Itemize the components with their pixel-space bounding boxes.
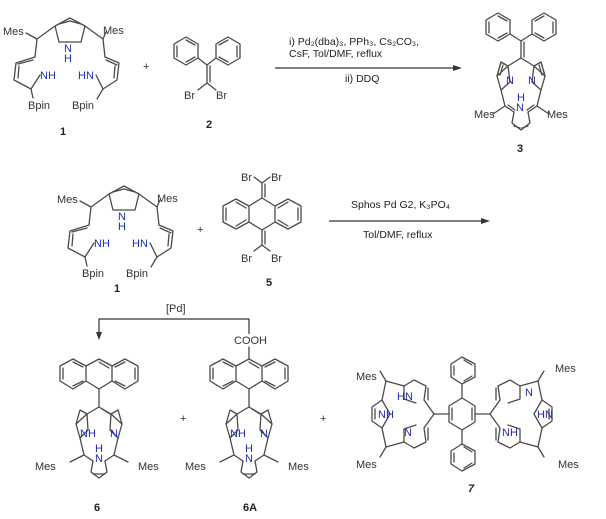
n-label: N <box>245 453 253 465</box>
mes-label: Mes <box>185 461 206 473</box>
mes-label: Mes <box>103 25 124 37</box>
hn-label: HN <box>537 409 553 421</box>
n-label: N <box>95 453 103 465</box>
arrowhead-icon <box>453 65 462 71</box>
compound-2: Br Br 2 <box>173 36 241 131</box>
nh-label: NH <box>40 70 56 82</box>
compound-number: 1 <box>60 126 66 138</box>
compound-number: 5 <box>266 277 272 289</box>
nh-label: NH <box>378 409 394 421</box>
nh-label: NH <box>94 238 110 250</box>
bpin-label: Bpin <box>28 100 50 112</box>
cooh-label: COOH <box>234 335 267 347</box>
compound-number: 7 <box>468 483 475 495</box>
mes-label: Mes <box>558 459 579 471</box>
pd-label: [Pd] <box>166 303 186 315</box>
arrowhead-icon <box>481 218 490 224</box>
mes-label: Mes <box>35 461 56 473</box>
nh-label: N <box>118 211 126 223</box>
plus-sign: + <box>180 413 186 425</box>
n-label: N <box>404 427 412 439</box>
n-label: N <box>260 428 268 440</box>
br-label: Br <box>241 172 252 184</box>
nh-label: NH <box>230 428 246 440</box>
mes-label: Mes <box>3 26 24 38</box>
n-label: N <box>516 102 524 114</box>
hn-label: HN <box>397 391 413 403</box>
mes-label: Mes <box>356 371 377 383</box>
br-label: Br <box>271 253 282 265</box>
n-label: N <box>528 75 536 87</box>
nh-label: N <box>64 43 72 55</box>
mes-label: Mes <box>356 459 377 471</box>
decarboxylation-arrow: [Pd] <box>96 303 250 340</box>
compound-7: Mes Mes Mes Mes HN NH N N HN NH 7 <box>356 356 579 495</box>
reaction-arrow-2: Sphos Pd G2, K₃PO₄ Tol/DMF, reflux <box>329 199 490 241</box>
compound-6a: COOH NH N H N Mes Mes 6A <box>185 335 309 514</box>
br-label: Br <box>271 172 282 184</box>
h-label: H <box>245 443 253 455</box>
conditions-line2: CsF, Tol/DMF, reflux <box>289 48 383 60</box>
reaction-arrow-1: i) Pd₂(dba)₃, PPh₃, Cs₂CO₃, CsF, Tol/DMF… <box>275 36 462 85</box>
nh-label: NH <box>502 427 518 439</box>
arrowhead-icon <box>96 332 102 340</box>
compound-number: 1 <box>114 283 120 295</box>
mes-label: Mes <box>547 109 568 121</box>
plus-sign: + <box>197 224 203 236</box>
mes-label: Mes <box>138 461 159 473</box>
compound-3: N N H N Mes Mes 3 <box>474 12 568 155</box>
hn-label: HN <box>78 70 94 82</box>
plus-sign: + <box>143 61 149 73</box>
bracket-line <box>98 318 250 334</box>
n-label: N <box>506 75 514 87</box>
br-label: Br <box>216 90 227 102</box>
conditions-below: Tol/DMF, reflux <box>363 229 433 241</box>
compound-number: 3 <box>517 143 523 155</box>
bpin-label: Bpin <box>126 268 148 280</box>
br-label: Br <box>184 90 195 102</box>
mes-label: Mes <box>288 461 309 473</box>
h-label: H <box>64 53 72 65</box>
compound-number: 6 <box>94 502 100 514</box>
conditions-below: ii) DDQ <box>345 73 379 85</box>
mes-label: Mes <box>57 194 78 206</box>
compound-5: Br Br Br Br 5 <box>222 172 302 289</box>
mes-label: Mes <box>555 363 576 375</box>
compound-6: NH N H N Mes Mes 6 <box>35 358 159 514</box>
br-label: Br <box>241 253 252 265</box>
compound-1-bottom: Mes Mes N H NH HN Bpin Bpin 1 <box>57 185 178 295</box>
bpin-label: Bpin <box>72 100 94 112</box>
h-label: H <box>118 221 126 233</box>
bpin-label: Bpin <box>82 268 104 280</box>
h-label: H <box>95 443 103 455</box>
compound-number: 2 <box>206 119 212 131</box>
mes-label: Mes <box>157 193 178 205</box>
compound-1-top: Mes Mes N H NH HN Bpin Bpin 1 <box>3 17 124 138</box>
mes-label: Mes <box>474 109 495 121</box>
hn-label: HN <box>132 238 148 250</box>
compound-number: 6A <box>243 502 257 514</box>
h-label: H <box>517 92 525 104</box>
n-label: N <box>110 428 118 440</box>
conditions-line1: i) Pd₂(dba)₃, PPh₃, Cs₂CO₃, <box>289 36 419 48</box>
plus-sign: + <box>320 413 326 425</box>
conditions-above: Sphos Pd G2, K₃PO₄ <box>351 199 450 211</box>
nh-label: NH <box>80 428 96 440</box>
n-label: N <box>525 387 533 399</box>
